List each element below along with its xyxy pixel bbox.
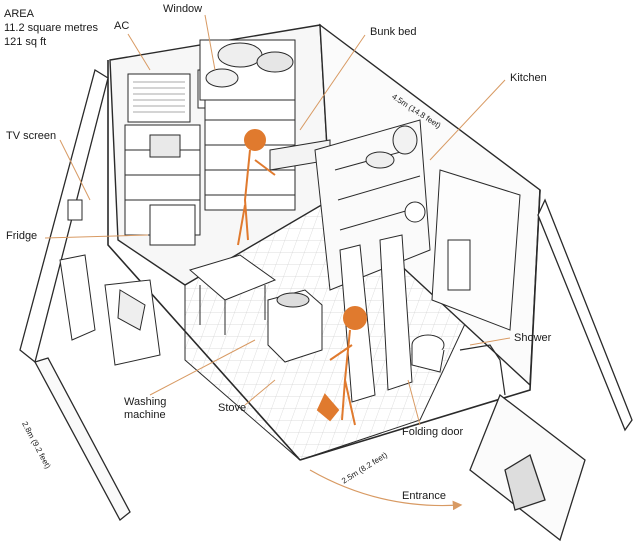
label-stove: Stove [218,402,247,414]
left-panel [19,68,131,521]
label-kitchen: Kitchen [510,72,547,84]
fridge [149,204,196,246]
label-washing-machine-2: machine [124,409,166,421]
tv-screen [67,199,83,221]
entrance-panel [469,198,633,542]
table [188,254,277,335]
label-fridge: Fridge [6,230,38,242]
label-tv-screen: TV screen [6,130,57,142]
ac-unit [127,73,191,123]
label-window: Window [163,3,203,15]
area-imperial: 121 sq ft [4,36,47,48]
person-lower [316,306,367,426]
washing-machine [267,289,323,363]
entrance-arrow [309,469,463,511]
label-ac: AC [114,20,130,32]
person-upper [237,129,276,246]
hanging-clothes [59,254,161,366]
label-bunk-bed: Bunk bed [370,26,417,38]
label-entrance: Entrance [402,490,447,502]
bathroom [411,169,521,373]
label-washing-machine-1: Washing [124,396,167,408]
shower-pipe [459,344,506,396]
label-shower: Shower [514,332,552,344]
area-metric: 11.2 square metres [4,22,98,34]
label-folding-door: Folding door [402,426,464,438]
area-heading: AREA [4,8,34,20]
bunk-bed [199,39,331,211]
leader-lines [44,14,511,426]
